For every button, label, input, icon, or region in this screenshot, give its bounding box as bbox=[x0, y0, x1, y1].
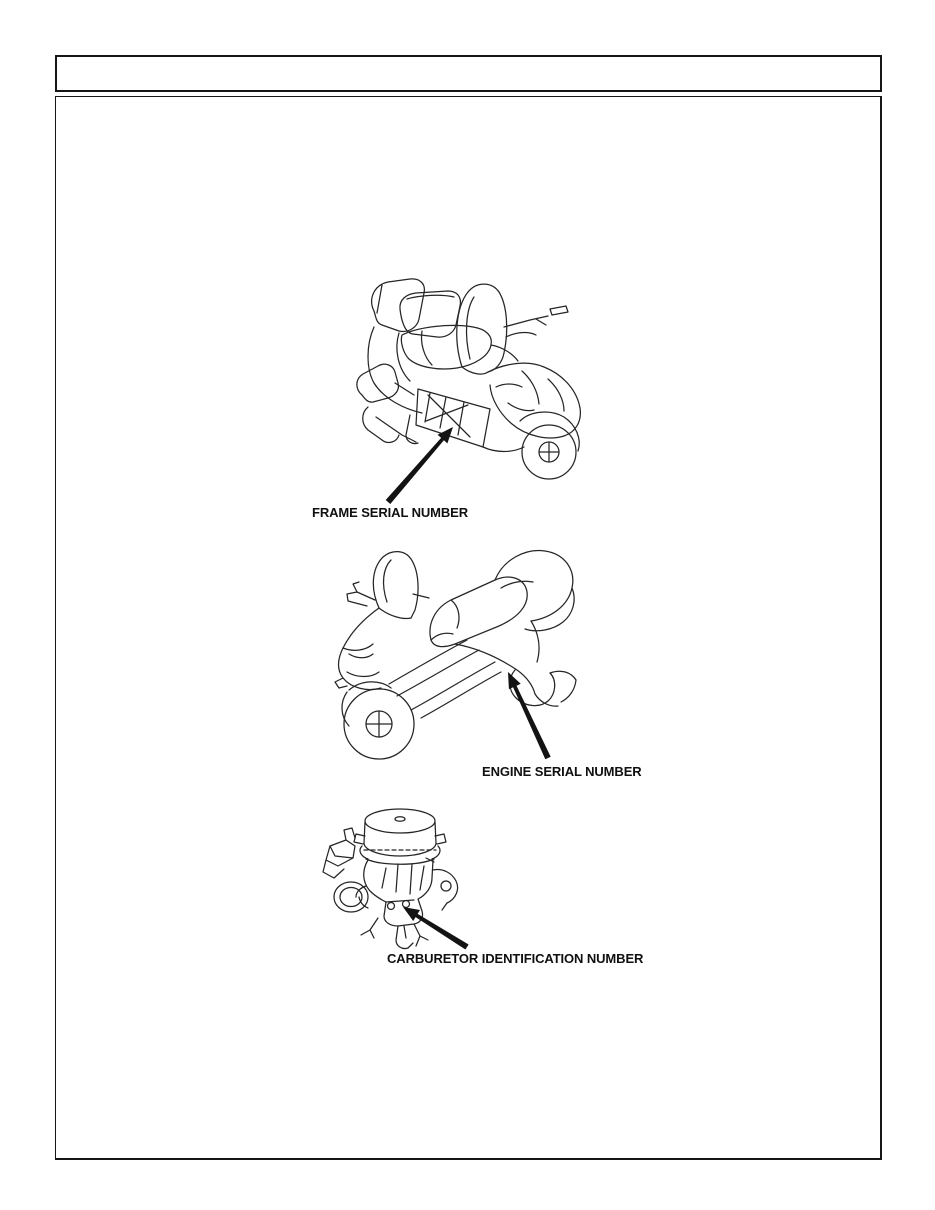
scooter-rear-view-illustration bbox=[356, 278, 582, 504]
callout-arrow bbox=[403, 907, 469, 950]
header-box bbox=[55, 55, 882, 92]
content-frame bbox=[55, 96, 882, 1160]
carburetor-illustration bbox=[322, 808, 469, 950]
figure-engine-serial-number bbox=[325, 542, 625, 772]
scooter-front-view-illustration bbox=[334, 549, 577, 760]
figure-caption: ENGINE SERIAL NUMBER bbox=[482, 764, 642, 779]
figure-carburetor-identification-number bbox=[316, 798, 616, 963]
figure-frame-serial-number bbox=[310, 275, 600, 525]
callout-arrow bbox=[508, 672, 551, 760]
figure-caption: CARBURETOR IDENTIFICATION NUMBER bbox=[387, 951, 644, 966]
callout-arrow bbox=[385, 427, 453, 504]
figure-caption: FRAME SERIAL NUMBER bbox=[312, 505, 469, 520]
